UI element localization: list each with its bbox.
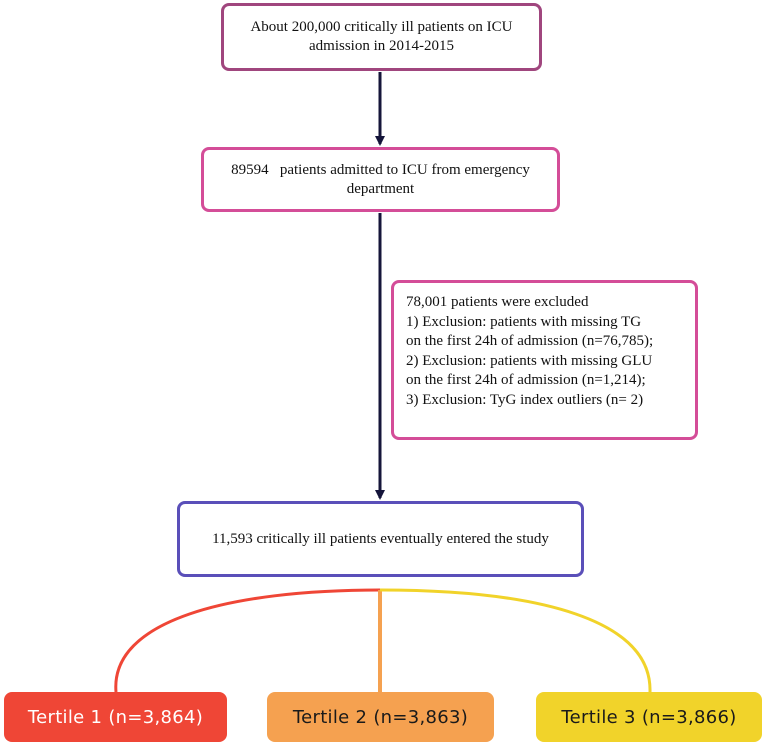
exclusion-line: on the first 24h of admission (n=1,214);: [406, 372, 646, 388]
branch-line-tertile-1: [114, 588, 381, 693]
exclusion-line: 2) Exclusion: patients with missing GLU: [406, 352, 653, 369]
cohort-total-text: About 200,000 critically ill patients on…: [250, 19, 513, 54]
tertile-2-box: Tertile 2 (n=3,863): [267, 692, 494, 742]
exclusion-line: 3) Exclusion: TyG index outliers (n= 2): [406, 391, 644, 408]
exclusion-summary: 78,001 patients were excluded: [406, 294, 589, 310]
study-cohort-text: 11,593 critically ill patients eventuall…: [212, 530, 549, 547]
study-cohort-box: 11,593 critically ill patients eventuall…: [177, 501, 584, 577]
exclusion-line: on the first 24h of admission (n=76,785)…: [406, 333, 654, 349]
cohort-total-box: About 200,000 critically ill patients on…: [221, 3, 542, 71]
tertile-3-label: Tertile 3 (n=3,866): [561, 706, 737, 728]
tertile-2-label: Tertile 2 (n=3,863): [292, 706, 469, 728]
exclusion-line: 1) Exclusion: patients with missing TG: [406, 313, 642, 330]
exclusion-criteria-box: 78,001 patients were excluded 1) Exclusi…: [391, 280, 698, 440]
tertile-3-box: Tertile 3 (n=3,866): [536, 692, 762, 742]
ed-admissions-text: 89594 patients admitted to ICU from emer…: [231, 161, 534, 197]
tertile-1-label: Tertile 1 (n=3,864): [27, 706, 204, 728]
branch-line-tertile-3: [379, 588, 652, 693]
tertile-1-box: Tertile 1 (n=3,864): [4, 692, 227, 742]
ed-admissions-box: 89594 patients admitted to ICU from emer…: [201, 147, 560, 212]
